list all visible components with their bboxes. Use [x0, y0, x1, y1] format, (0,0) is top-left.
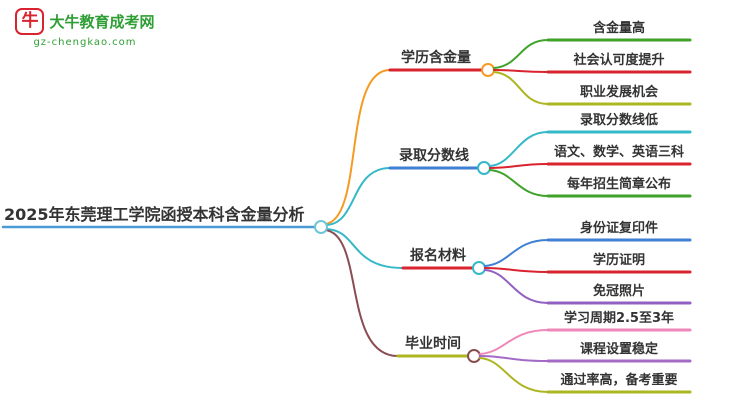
- leaf-label: 通过率高，备考重要: [560, 372, 677, 388]
- branch-node-circle: [467, 349, 481, 363]
- leaf-connector: [479, 357, 549, 393]
- root-label: 2025年东莞理工学院函授本科含金量分析: [4, 205, 305, 224]
- leaf-label: 身份证复印件: [580, 220, 658, 236]
- branch-curve-4: [324, 229, 399, 357]
- branch-node-circle: [472, 261, 486, 275]
- leaf-node: 学习周期2.5至3年: [479, 310, 692, 355]
- leaf-label: 课程设置稳定: [580, 341, 658, 357]
- leaf-label: 社会认可度提升: [572, 52, 664, 68]
- leaf-label: 语文、数学、英语三科: [554, 144, 684, 160]
- leaf-connector: [484, 239, 549, 267]
- leaf-connector: [479, 329, 549, 355]
- root-node-circle: [314, 220, 328, 234]
- leaf-node: 课程设置稳定: [479, 341, 692, 363]
- branch-node-circle: [481, 63, 495, 77]
- branch-label: 学历含金量: [401, 49, 471, 66]
- leaf-node: 语文、数学、英语三科: [489, 144, 692, 169]
- branch-curve-2: [325, 167, 391, 226]
- leaf-node: 每年招生简章公布: [489, 169, 692, 198]
- branch-2: 录取分数线 录取分数线低 语文、数学、英语三科 每年招生简章公布: [388, 112, 692, 198]
- leaf-label: 免冠照片: [593, 283, 645, 299]
- leaf-connector: [493, 39, 549, 69]
- leaf-connector: [489, 169, 549, 197]
- branch-node-circle: [477, 161, 491, 175]
- leaf-connector: [493, 69, 549, 73]
- leaf-label: 职业发展机会: [580, 84, 659, 100]
- leaf-connector: [489, 163, 549, 169]
- leaf-label: 含金量高: [592, 20, 645, 36]
- logo-domain: gz-chengkao.com: [33, 37, 137, 48]
- site-logo[interactable]: 牛 大牛教育成考网 gz-chengkao.com: [10, 8, 160, 48]
- branch-label: 录取分数线: [399, 147, 469, 164]
- logo-title: 大牛教育成考网: [49, 13, 155, 31]
- branch-label: 毕业时间: [405, 335, 461, 352]
- leaf-connector: [489, 131, 549, 167]
- leaf-node: 身份证复印件: [484, 220, 692, 267]
- branch-curve-3: [325, 228, 404, 269]
- leaf-label: 学历证明: [593, 252, 645, 268]
- leaf-label: 学习周期2.5至3年: [564, 310, 674, 326]
- leaf-connector: [484, 269, 549, 304]
- leaf-connector: [493, 71, 549, 105]
- branch-label: 报名材料: [410, 247, 466, 264]
- root-node: 2025年东莞理工学院函授本科含金量分析: [1, 205, 328, 234]
- branch-4: 毕业时间 学习周期2.5至3年 课程设置稳定 通过率高，备考重要: [396, 310, 692, 394]
- branch-curve-1: [324, 69, 391, 225]
- leaf-node: 职业发展机会: [493, 71, 692, 106]
- leaf-node: 学历证明: [484, 252, 692, 274]
- bull-logo-icon: 牛: [15, 8, 45, 35]
- leaf-node: 通过率高，备考重要: [479, 357, 692, 394]
- leaf-label: 每年招生简章公布: [567, 176, 671, 192]
- logo-row: 牛 大牛教育成考网: [10, 8, 160, 35]
- branch-1: 学历含金量 含金量高 社会认可度提升 职业发展机会: [388, 20, 692, 106]
- branch-3: 报名材料 身份证复印件 学历证明 免冠照片: [401, 220, 692, 305]
- leaf-node: 免冠照片: [484, 269, 692, 305]
- leaf-connector: [479, 355, 549, 362]
- leaf-label: 录取分数线低: [580, 112, 658, 128]
- leaf-connector: [484, 267, 549, 273]
- leaf-node: 录取分数线低: [489, 112, 692, 167]
- leaf-node: 含金量高: [493, 20, 692, 69]
- leaf-node: 社会认可度提升: [493, 52, 692, 74]
